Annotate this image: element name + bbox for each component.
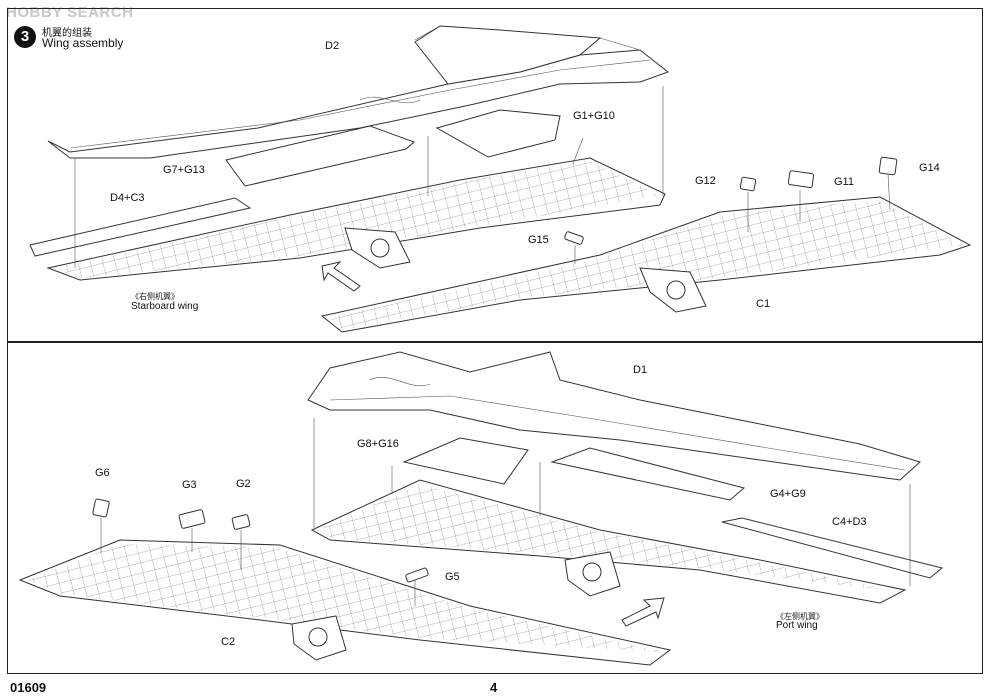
label-g2: G2 <box>236 478 251 490</box>
label-g15: G15 <box>528 234 549 246</box>
part-g5 <box>405 567 429 583</box>
port-caption-cn: 《左侧机翼》 <box>776 612 824 621</box>
label-c2: C2 <box>221 636 236 648</box>
part-g14 <box>878 156 898 176</box>
label-g8-g16: G8+G16 <box>357 438 399 450</box>
part-g7-g13 <box>225 125 415 187</box>
top-direction-arrow <box>321 261 361 292</box>
label-d1: D1 <box>633 364 648 376</box>
part-d4-c3 <box>29 197 252 257</box>
label-g5: G5 <box>445 571 460 583</box>
label-g7-g13: G7+G13 <box>163 164 205 176</box>
starboard-caption-cn: 《右侧机翼》 <box>131 292 179 301</box>
bottom-direction-arrow <box>621 597 665 627</box>
page-number: 4 <box>490 680 498 695</box>
starboard-caption-en: Starboard wing <box>131 301 199 312</box>
top-panel <box>7 8 983 342</box>
part-d2-upper-wing <box>47 49 670 159</box>
part-c4-d3 <box>721 517 944 579</box>
label-g11: G11 <box>834 176 854 188</box>
step-title-cn: 机翼的组装 <box>42 28 92 39</box>
part-g3 <box>178 509 206 529</box>
label-g1-g10: G1+G10 <box>573 110 615 122</box>
step-title-en: Wing assembly <box>42 36 124 50</box>
part-g8-g16 <box>402 437 529 485</box>
part-g2 <box>231 514 251 530</box>
port-caption-en: Port wing <box>776 620 818 631</box>
label-c4-d3: C4+D3 <box>832 516 867 528</box>
label-g3: G3 <box>182 479 197 491</box>
part-d2-root <box>414 25 602 85</box>
label-d2: D2 <box>325 40 340 52</box>
label-g12: G12 <box>695 175 716 187</box>
label-g6: G6 <box>95 467 110 479</box>
label-g14: G14 <box>919 162 940 174</box>
part-g1-g10 <box>435 109 561 158</box>
bottom-panel <box>7 342 983 674</box>
part-g12 <box>739 176 757 192</box>
step-number-badge: 3 <box>14 26 36 48</box>
label-c1: C1 <box>756 298 771 310</box>
manual-code: 01609 <box>10 680 47 695</box>
part-g4-g9 <box>550 447 746 501</box>
part-g15 <box>564 231 584 245</box>
label-d4-c3: D4+C3 <box>110 192 145 204</box>
label-g4-g9: G4+G9 <box>770 488 806 500</box>
part-g6 <box>92 498 110 518</box>
part-g11 <box>787 170 815 188</box>
